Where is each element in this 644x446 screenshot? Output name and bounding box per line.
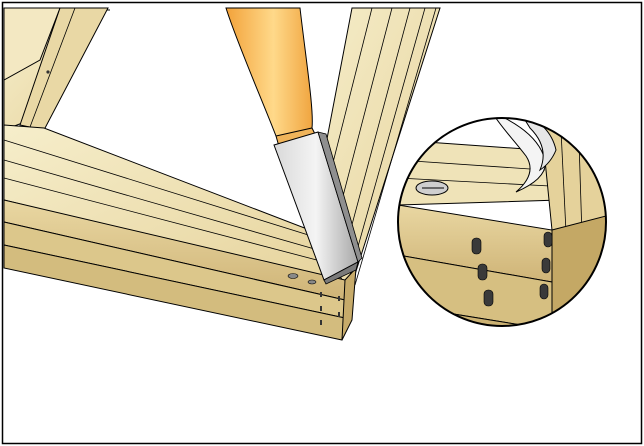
chisel-icon bbox=[225, 7, 363, 285]
nail-icon bbox=[320, 292, 340, 325]
inset-circle-outline bbox=[397, 117, 607, 327]
